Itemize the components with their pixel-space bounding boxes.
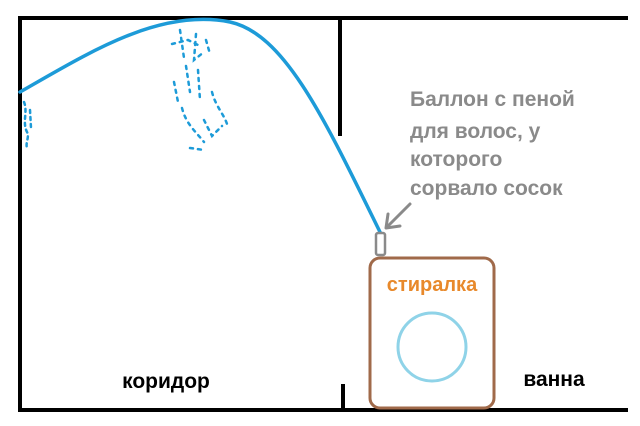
annotation-line-1: Баллон с пеной [410, 88, 575, 111]
washing-machine-label: стиралка [387, 274, 478, 296]
washing-machine-drum [396, 311, 468, 383]
annotation-line-4: сорвало сосок [410, 177, 563, 200]
annotation-text: Баллон с пеной для волос, у которого сор… [410, 88, 581, 200]
annotation-line-3: которого [410, 148, 502, 171]
walls [18, 16, 628, 412]
room-label-bathroom: ванна [523, 368, 585, 391]
foam-drips-left [22, 100, 33, 152]
annotation-line-2: для волос, у [410, 120, 541, 143]
foam-canister [374, 231, 387, 257]
foam-splatter [170, 28, 230, 152]
annotation-arrow [384, 202, 412, 230]
foam-trail-arc [18, 17, 382, 234]
washing-machine: стиралка [368, 256, 496, 410]
room-label-corridor: коридор [122, 370, 210, 393]
